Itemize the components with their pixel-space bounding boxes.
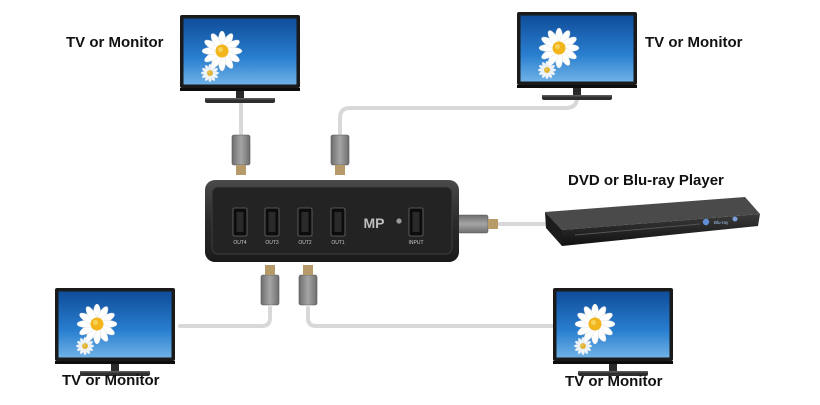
label-tv-bottom-left: TV or Monitor <box>62 372 160 389</box>
tv-top-right <box>517 12 637 100</box>
tv-bottom-right <box>553 288 673 376</box>
cable-out1-to-tv-bottom-right <box>306 306 557 328</box>
label-tv-top-right: TV or Monitor <box>645 34 743 51</box>
splitter-logo: MP <box>364 215 385 231</box>
tv-top-left <box>180 15 300 103</box>
player-brand: Blu-ray <box>714 220 729 225</box>
hdmi-port-icon <box>330 207 346 237</box>
port-label-input: INPUT <box>409 240 424 246</box>
cable-out3-to-tv-top-right <box>338 92 579 135</box>
cable-out2-to-tv-bottom-left <box>178 306 272 328</box>
power-led <box>396 218 402 224</box>
port-label-out1: OUT1 <box>331 240 345 246</box>
blu-ray-player: Blu-ray <box>545 197 760 246</box>
tv-bottom-left <box>55 288 175 376</box>
port-label-out2: OUT2 <box>298 240 312 246</box>
label-tv-top-left: TV or Monitor <box>66 34 164 51</box>
player-power-button <box>732 216 738 222</box>
hdmi-connector-bottom-left <box>260 264 280 306</box>
hdmi-port-icon <box>232 207 248 237</box>
hdmi-connector-top-right <box>330 134 350 176</box>
port-label-out3: OUT3 <box>265 240 279 246</box>
label-tv-bottom-right: TV or Monitor <box>565 373 663 390</box>
hdmi-port-icon <box>297 207 313 237</box>
cables <box>178 92 579 328</box>
hdmi-splitter: MP OUT4 OUT3 OUT2 OUT1 INPUT <box>205 180 459 262</box>
hdmi-port-icon <box>408 207 424 237</box>
hdmi-connector-bottom-right <box>298 264 318 306</box>
hdmi-connector-top-left <box>231 134 251 176</box>
port-label-out4: OUT4 <box>233 240 247 246</box>
hdmi-connector-input <box>457 214 499 234</box>
blu-ray-logo-icon: Blu-ray <box>702 218 729 226</box>
label-player: DVD or Blu-ray Player <box>568 172 724 189</box>
hdmi-port-icon <box>264 207 280 237</box>
